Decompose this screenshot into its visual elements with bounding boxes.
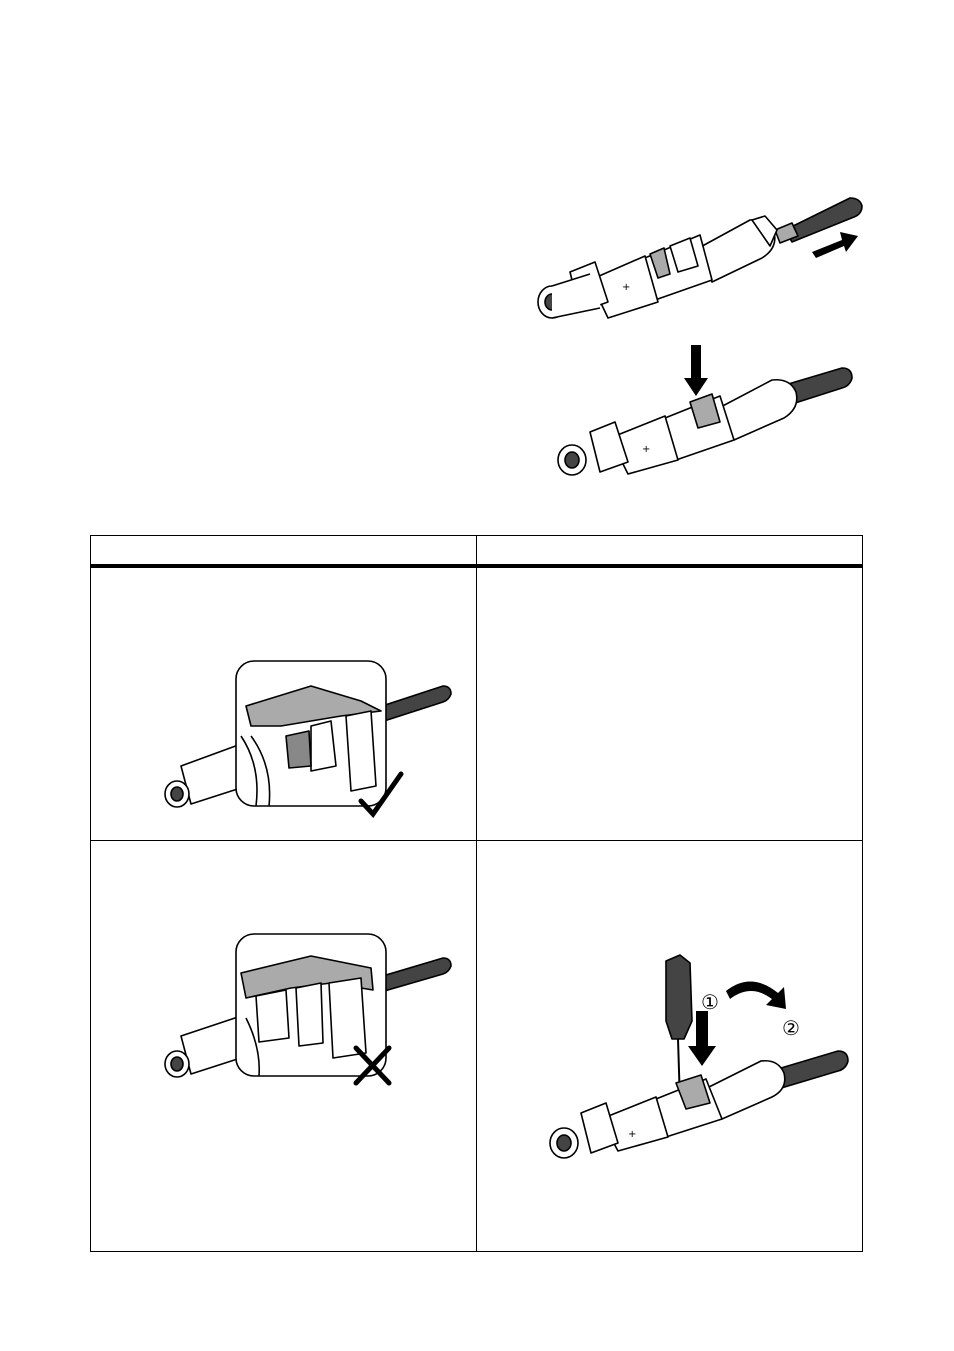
polarity-mark: +: [628, 1129, 636, 1140]
polarity-mark: +: [622, 282, 630, 293]
press-clamp-illustration: +: [557, 345, 853, 476]
inspection-table: + ① ②: [90, 535, 863, 1252]
table-header-rule: [91, 564, 862, 568]
polarity-mark: +: [642, 444, 650, 455]
curved-arrow-icon: [726, 981, 786, 1009]
arrow-down-icon: [688, 1011, 716, 1066]
clamp-correct-illustration: [164, 660, 452, 818]
arrow-down-icon: [684, 345, 708, 396]
checkmark-icon: [358, 771, 404, 818]
release-screwdriver-illustration: + ① ②: [549, 954, 849, 1159]
step-2-marker: ②: [782, 1016, 800, 1040]
column-divider: [476, 536, 477, 1251]
cross-icon: [353, 1045, 392, 1086]
table-row-divider: [91, 840, 862, 841]
arrow-left-icon: [812, 232, 858, 258]
clamp-incorrect-illustration: [164, 933, 452, 1086]
step-1-marker: ①: [701, 990, 719, 1014]
insert-cable-illustration: +: [537, 197, 863, 319]
